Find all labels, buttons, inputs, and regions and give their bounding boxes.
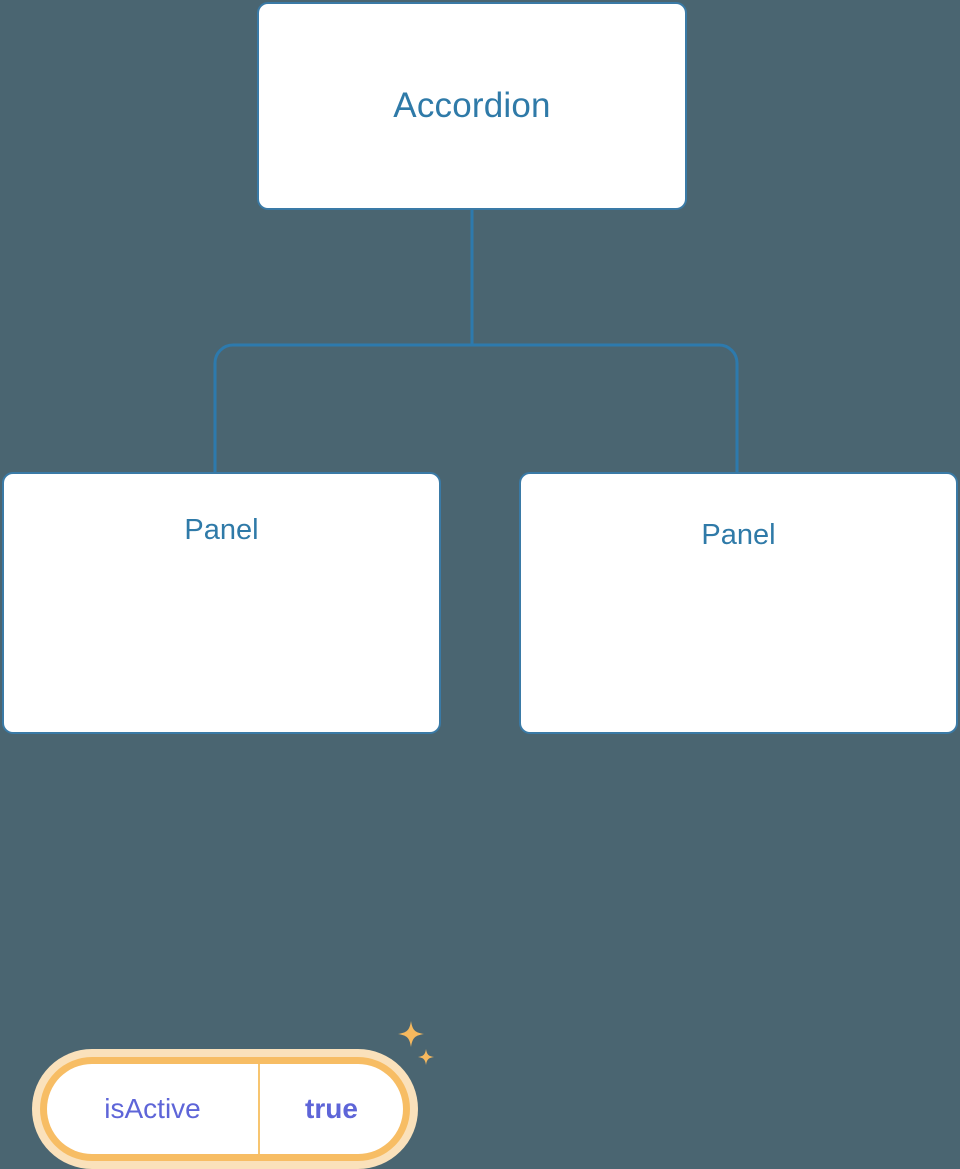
prop-pill-isactive-true[interactable]: isActive true: [32, 1049, 418, 1169]
connector-branch-right: [472, 343, 739, 474]
node-panel-right[interactable]: Panel isActive false: [519, 472, 958, 734]
prop-pill[interactable]: isActive true: [47, 1064, 403, 1154]
connector-branch-left: [213, 343, 472, 474]
node-title: Panel: [701, 519, 776, 551]
node-title: Panel: [184, 514, 259, 546]
node-accordion[interactable]: Accordion: [257, 2, 687, 210]
sparkle-small-icon: [418, 1049, 434, 1065]
sparkle-large-icon: [398, 1021, 424, 1047]
prop-value: true: [258, 1064, 403, 1154]
node-panel-left[interactable]: Panel isActive true: [2, 472, 441, 1169]
node-title: Accordion: [393, 86, 551, 125]
prop-key: isActive: [104, 1093, 201, 1124]
